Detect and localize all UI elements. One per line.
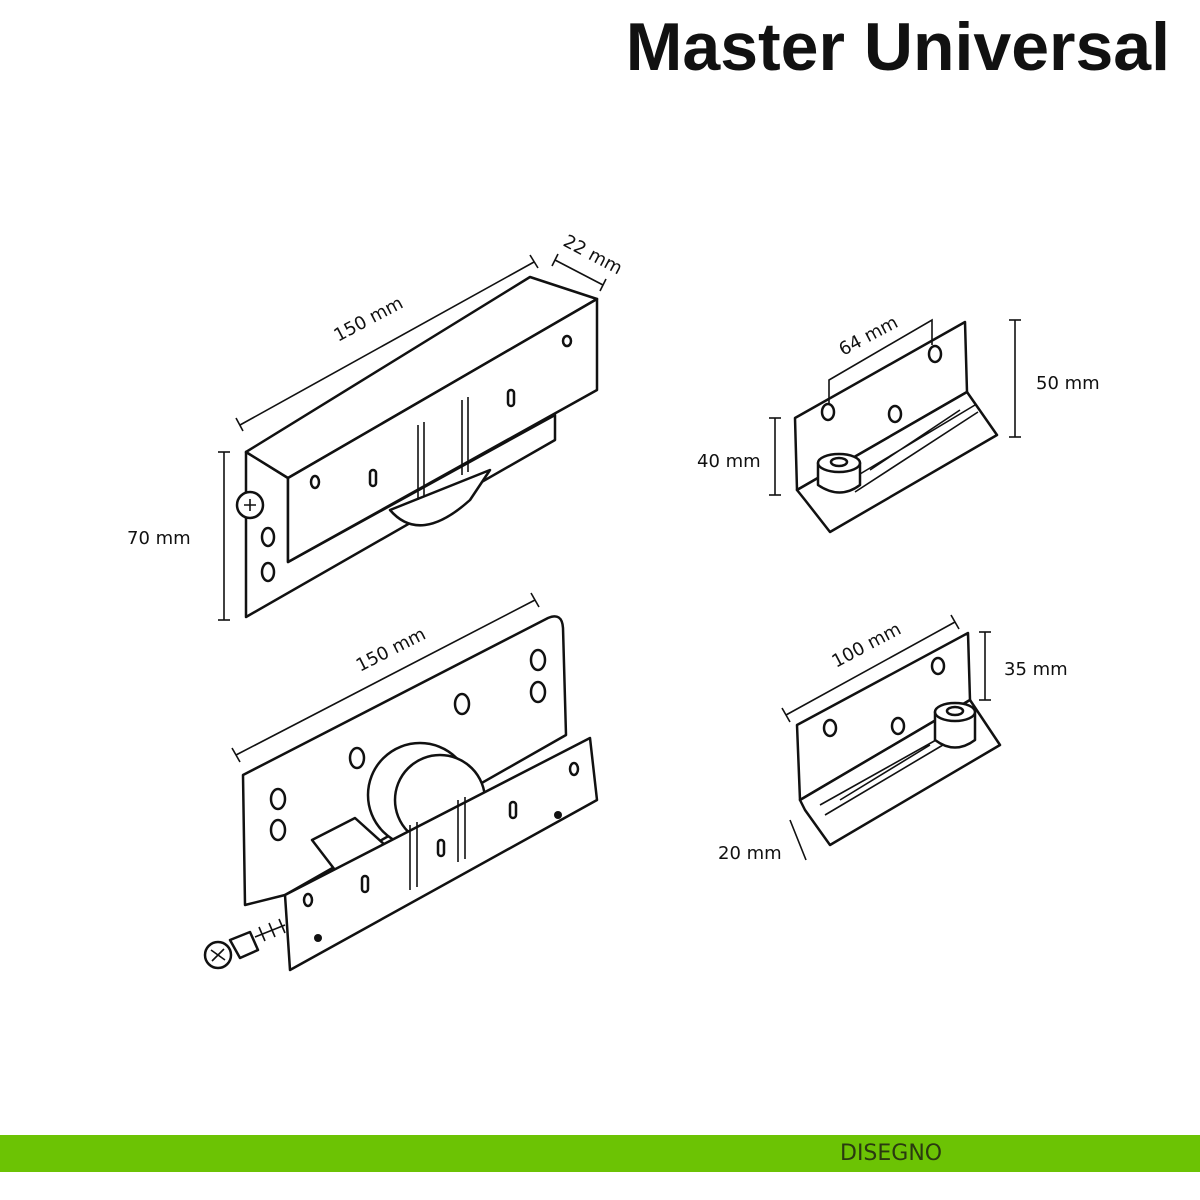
- dim-large-guide-length: 100 mm: [828, 619, 904, 673]
- large-guide-dimension-lines: [781, 614, 991, 861]
- bottom-carriage-dimension-lines: [231, 592, 540, 763]
- dim-small-guide-hole-spacing: 64 mm: [835, 312, 901, 360]
- dim-top-box-depth: 22 mm: [560, 231, 626, 279]
- dim-small-guide-plate-height: 40 mm: [697, 451, 761, 472]
- small-guide-drawing: [793, 320, 999, 534]
- bottom-carriage-drawing: [203, 615, 599, 972]
- dim-small-guide-height: 50 mm: [1036, 373, 1100, 394]
- footer-label: DISEGNO: [840, 1141, 943, 1166]
- dim-bottom-carriage-length: 150 mm: [353, 624, 429, 677]
- dim-large-guide-height: 35 mm: [1004, 659, 1068, 680]
- dim-top-box-height: 70 mm: [127, 528, 191, 549]
- top-box-dimension-lines: [218, 253, 607, 621]
- dim-large-guide-depth: 20 mm: [718, 843, 782, 864]
- small-guide-dimension-lines: [769, 318, 1021, 496]
- page-title: Master Universal: [625, 9, 1170, 85]
- top-box-hanger-drawing: [235, 275, 599, 619]
- large-guide-drawing: [795, 631, 1002, 847]
- footer-bar: DISEGNO: [0, 1135, 1200, 1172]
